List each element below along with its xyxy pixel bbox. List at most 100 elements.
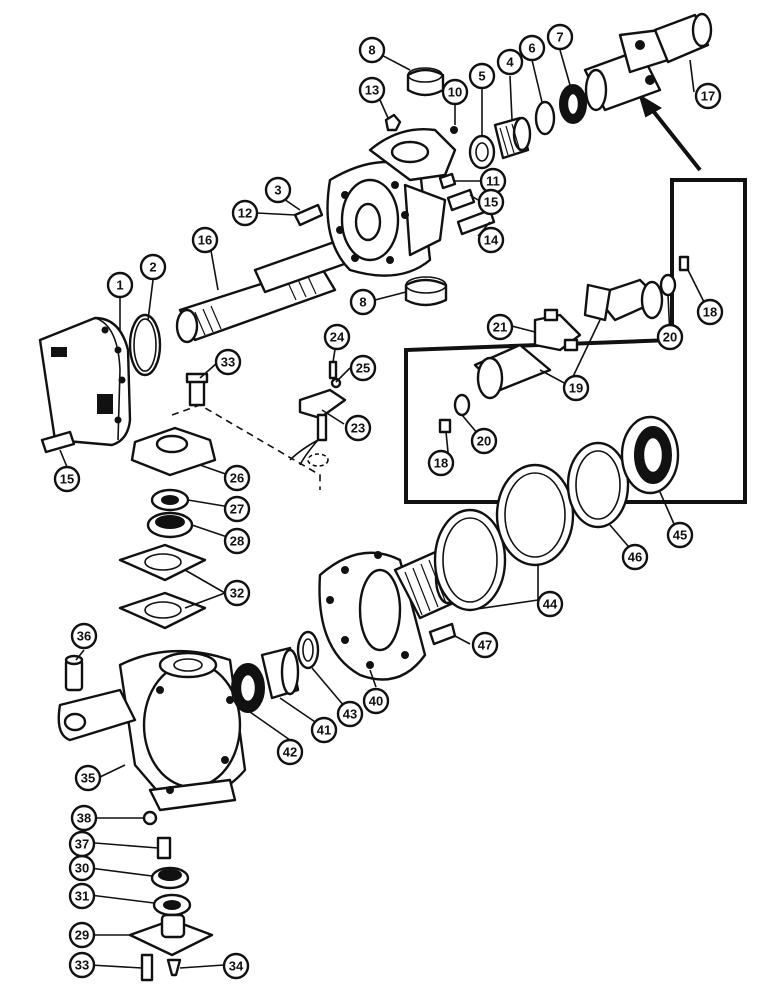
screw-24 <box>328 360 338 380</box>
spider-21 <box>533 308 582 352</box>
o-ring <box>128 313 162 377</box>
callout: 23 <box>344 414 372 442</box>
callout: 47 <box>471 631 499 659</box>
callout: 2 <box>139 253 167 281</box>
callout-label: 20 <box>477 434 491 449</box>
sensor-23 <box>289 388 347 466</box>
callout: 34 <box>222 952 250 980</box>
callout: 16 <box>191 226 219 254</box>
callout: 42 <box>276 738 304 766</box>
axle-housing <box>38 316 132 447</box>
cap-26 <box>130 426 217 477</box>
callout: 10 <box>441 78 469 106</box>
spindle-40 <box>318 548 462 681</box>
gasket-upper <box>118 543 207 582</box>
callout: 38 <box>70 804 98 832</box>
steering-knuckle-35 <box>57 649 247 812</box>
callout: 17 <box>694 82 722 110</box>
yoke-lower-inset <box>473 343 552 400</box>
bearing-28 <box>146 511 194 539</box>
callout: 13 <box>358 76 386 104</box>
callout-label: 46 <box>628 550 642 565</box>
callout-label: 8 <box>368 43 375 58</box>
nut-13 <box>384 113 402 132</box>
callout: 3 <box>264 176 292 204</box>
ring-43 <box>296 630 320 670</box>
stud-3 <box>293 203 324 227</box>
callout-label: 32 <box>230 586 244 601</box>
bushing-41 <box>260 646 300 700</box>
callout: 37 <box>68 830 96 858</box>
callout-label: 42 <box>283 745 297 760</box>
callout: 30 <box>68 854 96 882</box>
yoke-upper-inset <box>583 278 664 322</box>
callout-label: 25 <box>356 361 370 376</box>
callout-label: 38 <box>77 811 91 826</box>
callout: 20 <box>656 323 684 351</box>
callout-label: 1 <box>116 278 123 293</box>
callout-label: 28 <box>230 534 244 549</box>
bolt-15-left <box>40 430 76 454</box>
bolt-11 <box>438 172 457 190</box>
callout: 44 <box>536 590 564 618</box>
callout-label: 13 <box>365 83 379 98</box>
washer-20-upper <box>659 273 677 297</box>
callout: 43 <box>336 700 364 728</box>
callout-label: 6 <box>528 41 535 56</box>
callout-label: 34 <box>229 959 244 974</box>
callout: 31 <box>68 882 96 910</box>
callout-label: 27 <box>230 502 244 517</box>
callout-label: 19 <box>569 381 583 396</box>
washer-20-lower <box>453 393 471 417</box>
callout: 32 <box>223 579 251 607</box>
bolt-15-upper <box>446 188 476 212</box>
callout-label: 18 <box>434 456 448 471</box>
callout-label: 31 <box>75 889 89 904</box>
callout: 36 <box>70 622 98 650</box>
callout-label: 26 <box>230 471 244 486</box>
fitting-34 <box>166 958 182 977</box>
bolt-47 <box>428 622 457 646</box>
bearing-30 <box>150 866 190 890</box>
callout: 28 <box>223 527 251 555</box>
callout: 20 <box>470 427 498 455</box>
callout-label: 3 <box>274 183 281 198</box>
snap-ring-6 <box>534 100 556 136</box>
callout: 35 <box>74 764 102 792</box>
seal-44-b <box>495 463 575 567</box>
callout-label: 16 <box>198 233 212 248</box>
callout: 8 <box>349 288 377 316</box>
callout: 24 <box>323 323 351 351</box>
callout: 33 <box>68 951 96 979</box>
callout-label: 43 <box>343 707 357 722</box>
callouts: 1 2 3 4 5 6 7 8 8 10 11 12 13 14 15 15 1… <box>53 23 724 980</box>
callout-label: 2 <box>149 260 156 275</box>
callout-label: 33 <box>75 958 89 973</box>
callout: 33 <box>214 348 242 376</box>
callout-label: 45 <box>673 528 687 543</box>
callout: 7 <box>546 23 574 51</box>
callout-label: 5 <box>478 69 485 84</box>
callout: 18 <box>696 298 724 326</box>
dashed-ring <box>307 453 329 467</box>
callout: 1 <box>106 271 134 299</box>
bolt-14 <box>456 208 496 236</box>
seal-5 <box>468 134 496 170</box>
callout-label: 35 <box>81 771 95 786</box>
axle-shaft <box>175 238 352 344</box>
callout: 21 <box>486 313 514 341</box>
cap-29 <box>128 913 214 957</box>
callout-label: 15 <box>484 195 498 210</box>
callout-label: 11 <box>486 174 500 189</box>
inset-pointer <box>644 100 702 172</box>
callout-label: 47 <box>478 638 492 653</box>
callout: 18 <box>427 449 455 477</box>
bearing-45 <box>620 415 680 495</box>
callout-label: 4 <box>506 55 514 70</box>
callout-label: 8 <box>359 295 366 310</box>
callout-label: 30 <box>75 861 89 876</box>
callout-label: 36 <box>77 629 91 644</box>
nut-38 <box>142 810 158 826</box>
callout-label: 14 <box>484 233 499 248</box>
